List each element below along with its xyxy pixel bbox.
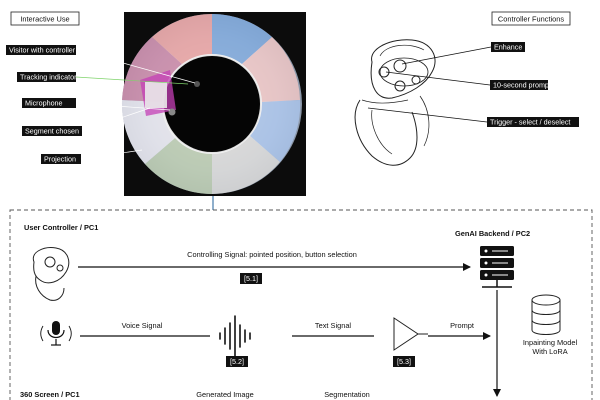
controller-functions-title: Controller Functions: [498, 15, 564, 24]
inpainting-label-line1: Inpainting Model: [523, 338, 578, 347]
user-controller-label: User Controller / PC1: [24, 223, 98, 232]
photo-label-tracking: Tracking indicator: [17, 72, 189, 85]
genai-backend-label: GenAI Backend / PC2: [455, 229, 530, 238]
prompt-label: Prompt: [450, 321, 474, 330]
vr-controller-icon: [354, 39, 436, 166]
interactive-use-title-box: [10, 11, 80, 26]
text-signal-label: Text Signal: [315, 321, 352, 330]
controller-functions-panel: Controller Functions Enhance 10-second p…: [354, 11, 579, 166]
voice-signal-label: Voice Signal: [122, 321, 163, 330]
svg-text:Enhance: Enhance: [494, 43, 522, 52]
photo-label-microphone: Microphone: [22, 98, 171, 111]
svg-text:Microphone: Microphone: [25, 99, 63, 108]
generated-image-label: Generated Image: [196, 390, 254, 399]
controller-label-enhance: Enhance: [401, 42, 525, 65]
step-1-label: [5.1]: [244, 274, 258, 283]
step-1-box: [240, 273, 262, 284]
step-2-label: [5.2]: [230, 357, 244, 366]
step-3-label: [5.3]: [397, 357, 411, 366]
microphone-icon: [40, 321, 72, 346]
photo-label-segment: Segment chosen: [22, 107, 151, 136]
step-2-box: [226, 356, 248, 367]
step-3-box: [393, 356, 415, 367]
controller-label-trigger: Trigger - select / deselect: [367, 107, 579, 127]
server-icon: [480, 246, 514, 288]
user-controller-icon: [32, 247, 70, 301]
controller-functions-title-box: [491, 11, 571, 26]
database-icon: [531, 294, 561, 335]
segmentation-label: Segmentation: [324, 390, 370, 399]
pipeline-panel: User Controller / PC1 GenAI Backend / PC…: [9, 209, 593, 400]
interactive-use-panel: Interactive Use: [6, 11, 306, 210]
waveform-icon: [219, 315, 251, 357]
funnel-icon: [393, 317, 428, 351]
svg-text:10-second prompt: 10-second prompt: [493, 81, 551, 90]
svg-text:Tracking indicator: Tracking indicator: [20, 73, 77, 82]
interactive-use-title: Interactive Use: [20, 15, 69, 24]
photo-label-visitor: Visitor with controller: [6, 45, 196, 84]
inpainting-label-line2: With LoRA: [532, 347, 567, 356]
controller-label-prompt: 10-second prompt: [385, 71, 551, 90]
svg-text:Segment chosen: Segment chosen: [25, 127, 79, 136]
controlling-signal-label: Controlling Signal: pointed position, bu…: [187, 250, 357, 259]
svg-text:Visitor with controller: Visitor with controller: [9, 46, 76, 55]
pipeline-dashed-border: [9, 209, 593, 400]
screen-360-label: 360 Screen / PC1: [20, 390, 80, 399]
projection-photo: [121, 12, 306, 196]
photo-label-projection: Projection: [41, 149, 143, 164]
svg-text:Trigger - select / deselect: Trigger - select / deselect: [490, 118, 570, 127]
svg-text:Projection: Projection: [44, 155, 76, 164]
